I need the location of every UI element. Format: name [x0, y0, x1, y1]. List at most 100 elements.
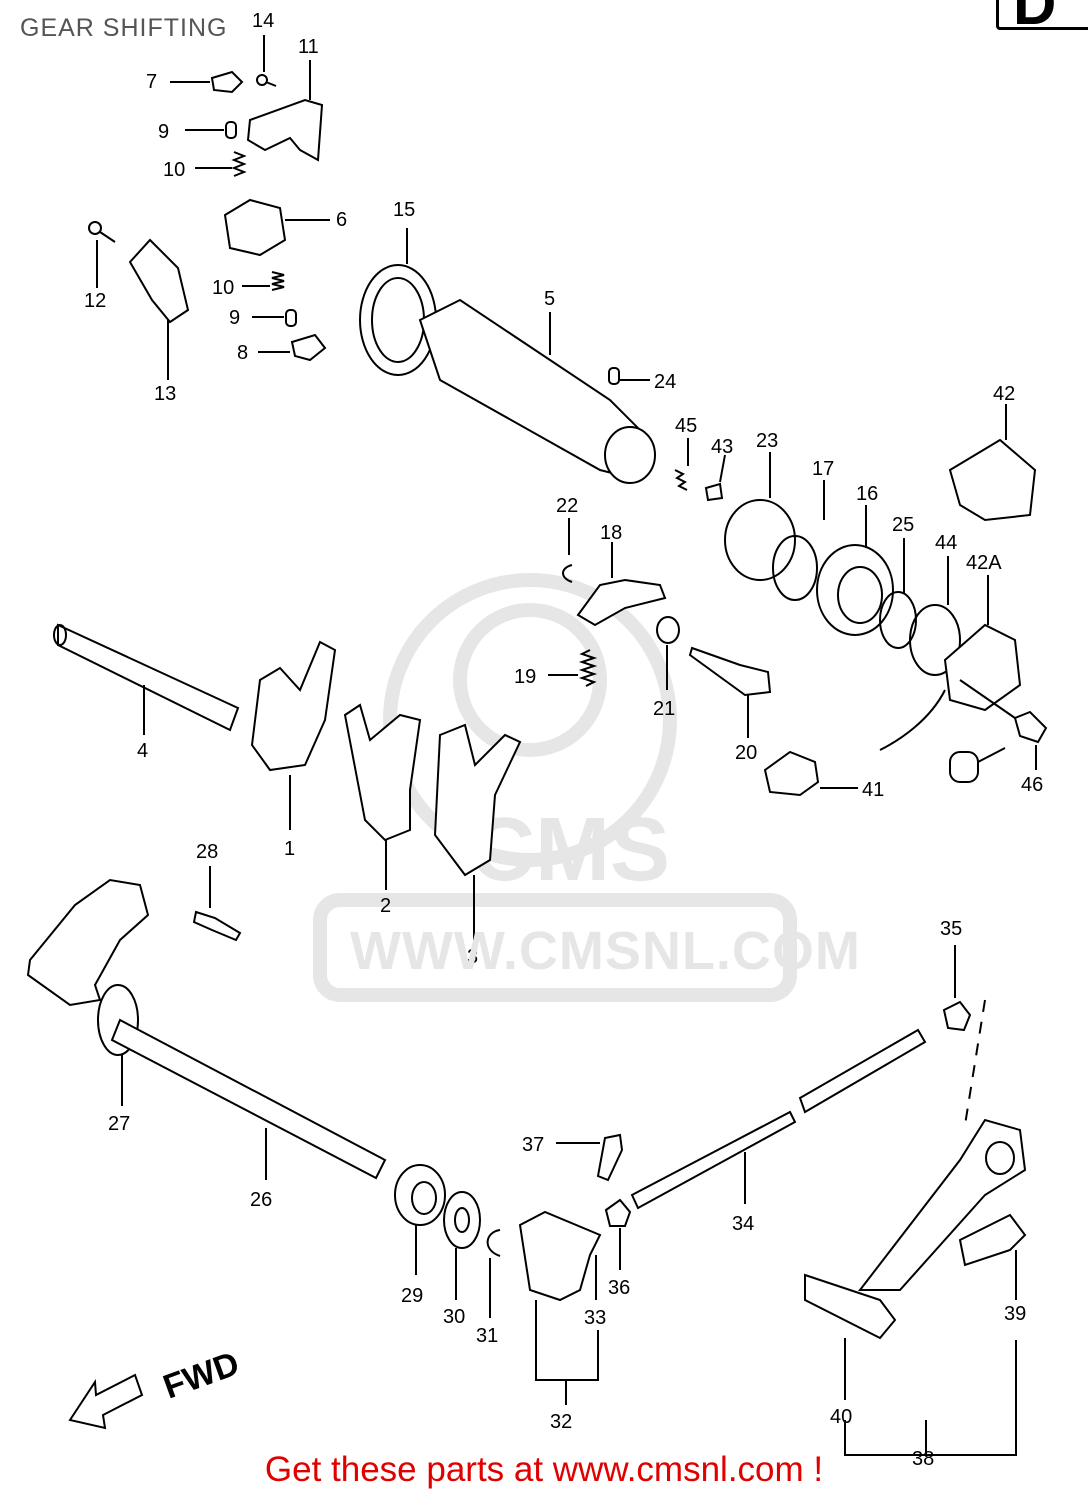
label-21: 21: [653, 698, 675, 720]
part-39-bolt: [958, 1213, 1027, 1300]
label-25: 25: [892, 514, 914, 536]
label-45: 45: [675, 415, 697, 437]
label-43: 43: [711, 436, 733, 458]
label-7: 7: [146, 71, 157, 93]
part-43-pin: [704, 454, 726, 502]
footer-promo: Get these parts at www.cmsnl.com !: [0, 1450, 1088, 1490]
label-5: 5: [544, 288, 555, 310]
corner-badge: D: [996, 0, 1088, 37]
part-41-cap: [763, 750, 858, 797]
fwd-label: FWD: [158, 1344, 244, 1406]
label-15: 15: [393, 199, 415, 221]
callout-labels: 1 2 3 4 5 6 7 8 9 9 10 10 11 12 13 14 15…: [84, 10, 1043, 1470]
label-10-top: 10: [163, 159, 185, 181]
part-13-stopper: [128, 238, 190, 380]
label-22: 22: [556, 495, 578, 517]
part-29-oil-seal: [394, 1164, 446, 1275]
label-19: 19: [514, 666, 536, 688]
label-20: 20: [735, 742, 757, 764]
part-23-cam-plate: [724, 452, 796, 581]
fwd-arrow-icon: [68, 1373, 144, 1430]
label-28: 28: [196, 841, 218, 863]
part-5-drum: [418, 298, 656, 484]
label-11: 11: [298, 36, 319, 58]
part-14-bolt: [256, 35, 277, 87]
part-46-screw: [959, 679, 1048, 770]
footer-link[interactable]: Get these parts at www.cmsnl.com !: [264, 1450, 824, 1489]
label-16: 16: [856, 483, 878, 505]
part-shift-arm: [26, 878, 150, 1007]
label-17: 17: [812, 458, 834, 480]
corner-badge-label: D: [1013, 0, 1057, 37]
label-42a: 42A: [966, 552, 1002, 574]
watermark-logo-text: CMS: [470, 800, 670, 900]
watermark-logo: [313, 573, 797, 1002]
part-3-fork: [433, 723, 522, 940]
part-16-bearing: [816, 505, 894, 636]
part-38-bracket: [844, 1340, 1017, 1456]
label-9-top: 9: [158, 121, 169, 143]
part-19-spring: [548, 649, 598, 687]
watermark-url: WWW.CMSNL.COM: [350, 921, 861, 981]
label-29: 29: [401, 1285, 423, 1307]
part-8-cam: [258, 333, 327, 362]
part-6-cam: [223, 198, 330, 257]
label-9-low: 9: [229, 307, 240, 329]
part-27-spring: [97, 984, 139, 1106]
label-46: 46: [1021, 774, 1043, 796]
part-21-washer: [656, 616, 680, 690]
part-17-circlip: [772, 480, 825, 601]
label-41: 41: [862, 779, 884, 801]
part-44-oring: [909, 556, 961, 676]
part-10-spring-top: [195, 151, 247, 177]
part-25-circlip: [879, 538, 917, 649]
part-11-plate: [246, 60, 324, 162]
label-31: 31: [476, 1325, 498, 1347]
label-40: 40: [830, 1406, 852, 1428]
label-27: 27: [108, 1113, 130, 1135]
label-34: 34: [732, 1213, 754, 1235]
part-9-pin-low: [252, 309, 297, 327]
label-38: 38: [912, 1448, 934, 1470]
part-42-switch: [948, 404, 1037, 522]
label-10-low: 10: [212, 277, 234, 299]
label-8: 8: [237, 342, 248, 364]
part-40-pedal: [804, 1273, 897, 1400]
part-36-nut: [604, 1198, 632, 1270]
label-13: 13: [154, 383, 176, 405]
part-4-fork-shaft: [53, 623, 240, 735]
label-36: 36: [608, 1277, 630, 1299]
label-4: 4: [137, 740, 148, 762]
part-45-spring: [674, 438, 689, 491]
part-33-link-arm: [518, 1210, 602, 1302]
part-2-fork: [343, 703, 422, 890]
part-24-pin: [608, 367, 650, 385]
label-26: 26: [250, 1189, 272, 1211]
label-42: 42: [993, 383, 1015, 405]
page-title: GEAR SHIFTING: [20, 14, 228, 42]
label-2: 2: [380, 895, 391, 917]
part-7-shape: [170, 70, 244, 94]
part-26-shift-shaft: [110, 1018, 387, 1180]
label-24: 24: [654, 371, 676, 393]
bolt-cap: [949, 747, 1006, 783]
label-32: 32: [550, 1411, 572, 1433]
part-42a-switch: [879, 575, 1022, 751]
part-10-spring-low: [242, 271, 285, 291]
part-38-lever: [857, 1118, 1027, 1291]
label-1: 1: [284, 838, 295, 860]
part-37-bolt: [556, 1133, 624, 1182]
part-32-bracket: [535, 1300, 599, 1405]
label-18: 18: [600, 522, 622, 544]
label-39: 39: [1004, 1303, 1026, 1325]
part-34-rod: [630, 1028, 927, 1210]
label-37: 37: [522, 1134, 544, 1156]
part-31-circlip: [486, 1229, 501, 1318]
label-30: 30: [443, 1306, 465, 1328]
label-23: 23: [756, 430, 778, 452]
part-12-bolt: [88, 221, 116, 288]
part-18-lever: [576, 542, 667, 627]
part-1-fork: [250, 640, 337, 830]
label-14: 14: [252, 10, 274, 32]
